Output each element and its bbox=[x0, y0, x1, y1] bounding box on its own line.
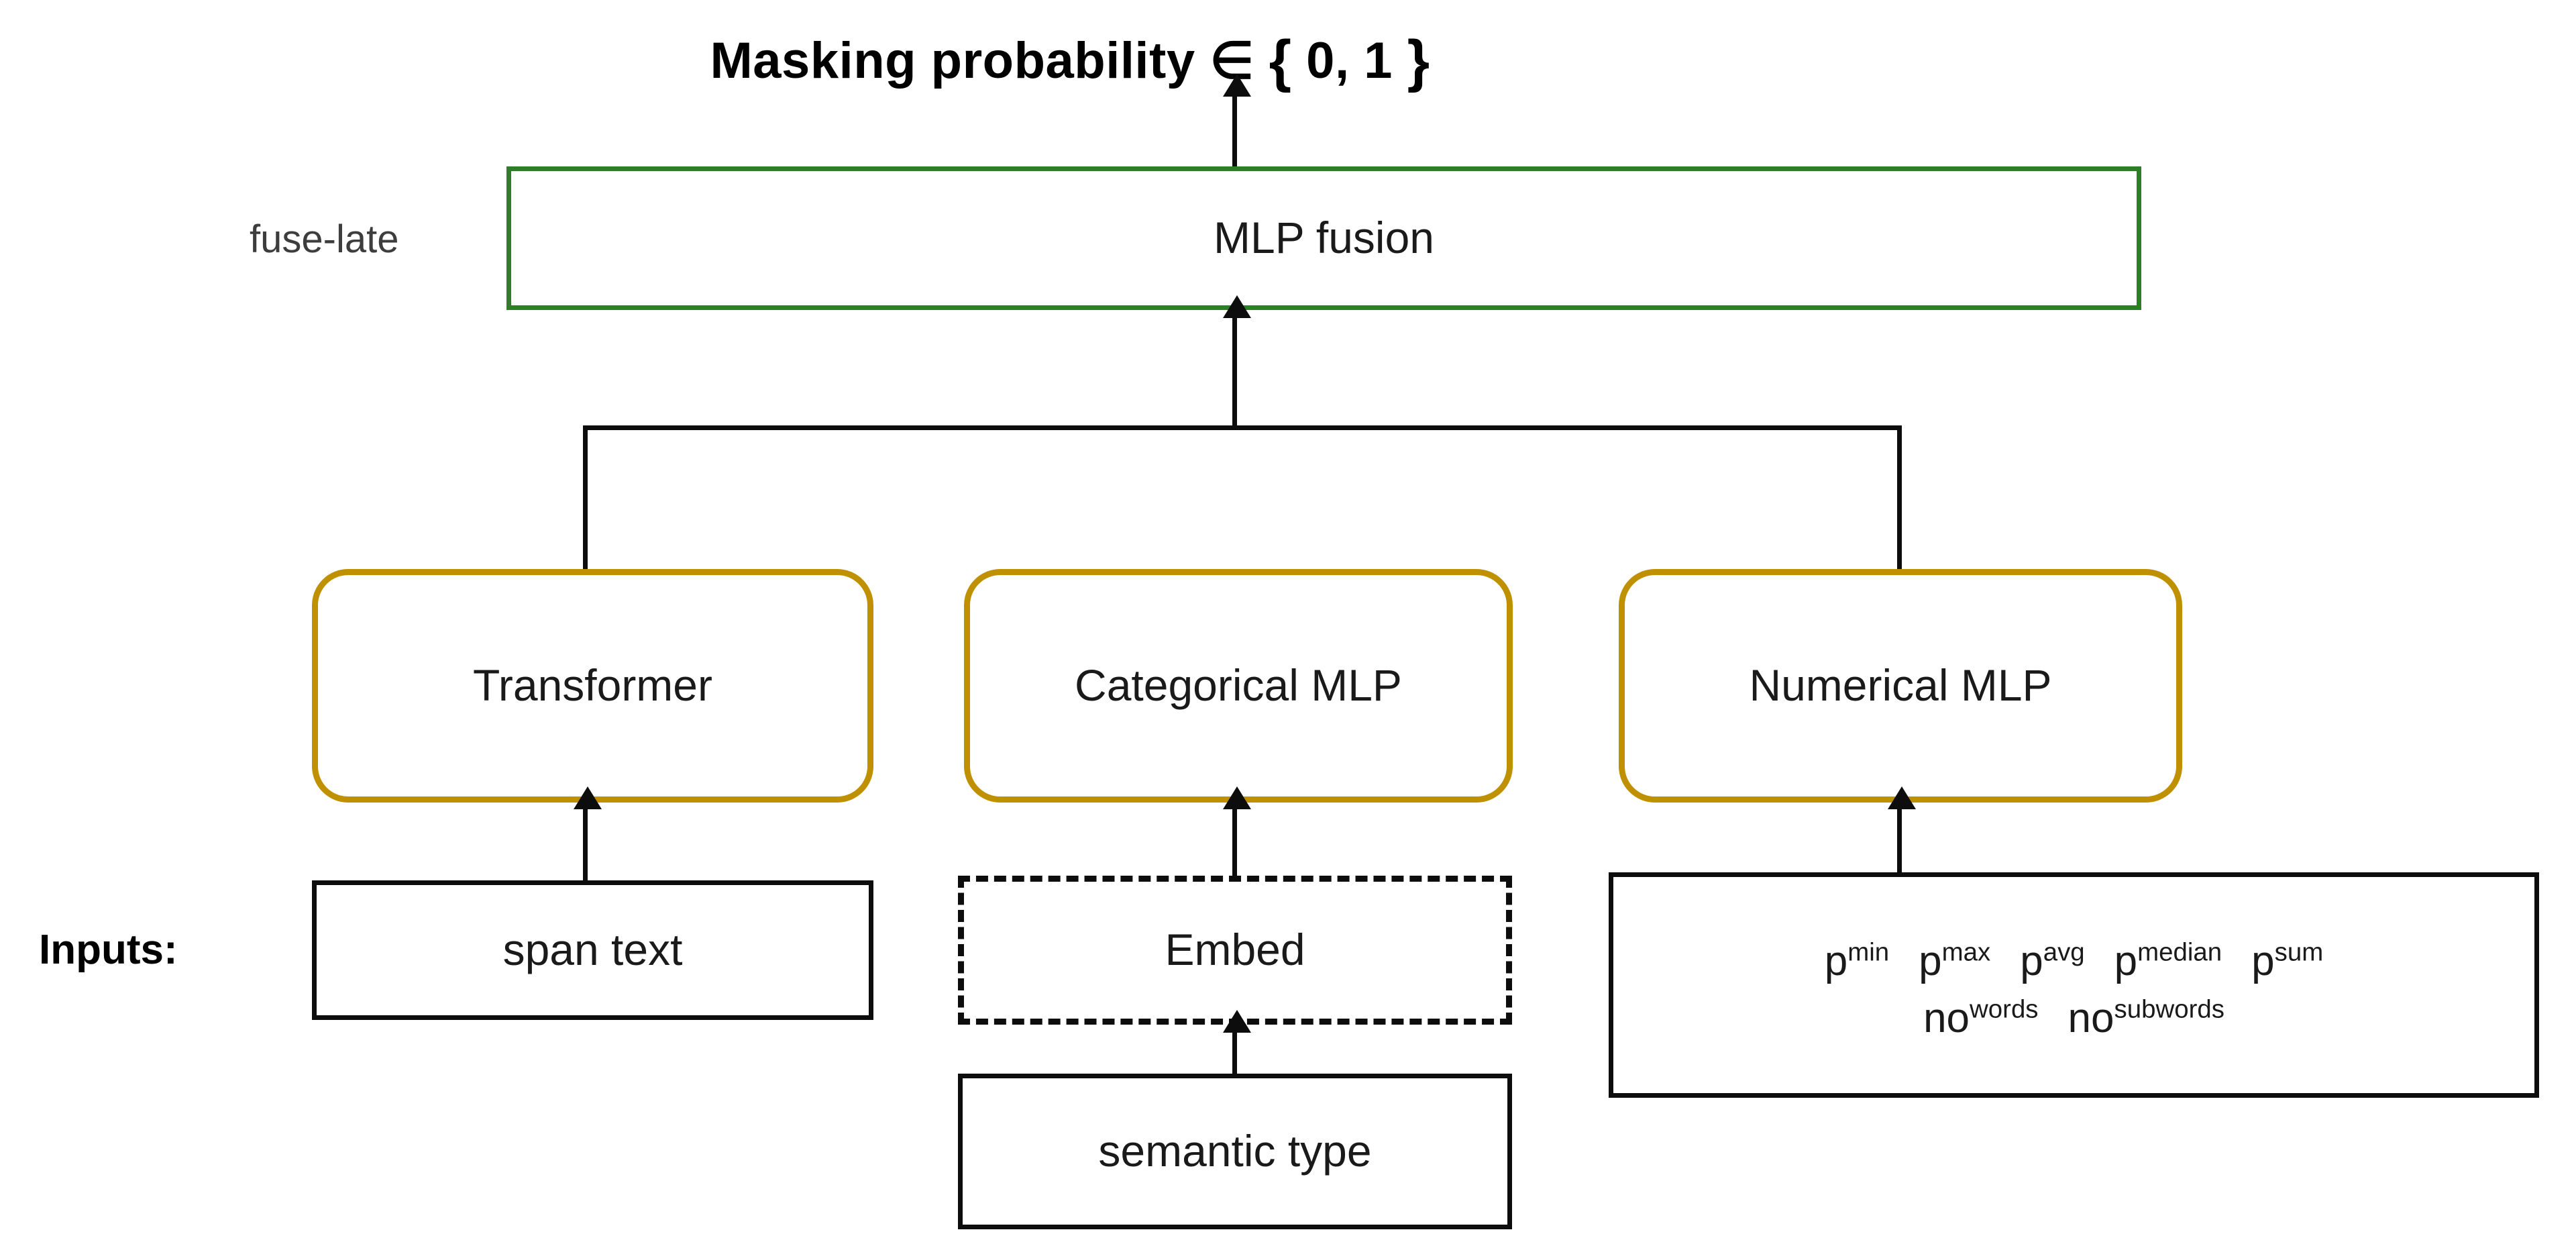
feature-superscript: words bbox=[1970, 994, 2039, 1024]
feature-superscript: avg bbox=[2043, 937, 2085, 967]
span-text-to-transformer-head bbox=[574, 786, 602, 809]
semantic-type-to-embed-shaft bbox=[1232, 1025, 1237, 1075]
semantic-type-label: semantic type bbox=[1098, 1126, 1372, 1176]
feature-base: p bbox=[1824, 938, 1848, 984]
feature-superscript: median bbox=[2137, 937, 2222, 967]
numerical-feature-token: pmax bbox=[1919, 937, 1990, 985]
numerical-feature-token: nosubwords bbox=[2068, 994, 2224, 1042]
transformer-box[interactable]: Transformer bbox=[312, 569, 873, 803]
brace-close: } bbox=[1407, 29, 1430, 93]
embed-label: Embed bbox=[1165, 925, 1305, 975]
numerical-feature-token: pmedian bbox=[2114, 937, 2222, 985]
span-text-to-transformer-shaft bbox=[583, 803, 588, 882]
fusion-input-arrow-head bbox=[1223, 295, 1251, 318]
fusion-input-arrow-shaft bbox=[1232, 310, 1237, 427]
semantic-type-to-embed-head bbox=[1223, 1010, 1251, 1033]
span-text-label: span text bbox=[502, 925, 683, 975]
encoder-bus-left-branch bbox=[583, 425, 588, 570]
numerical-feature-token: pavg bbox=[2020, 937, 2084, 985]
page-title: Masking probability ∈ { 0, 1 } bbox=[0, 32, 2140, 90]
fusion-output-arrow-head bbox=[1223, 74, 1251, 97]
embed-to-categorical-shaft bbox=[1232, 803, 1237, 878]
mlp-fusion-box[interactable]: MLP fusion bbox=[506, 166, 2141, 310]
categorical-mlp-box[interactable]: Categorical MLP bbox=[964, 569, 1513, 803]
inputs-label: Inputs: bbox=[39, 927, 178, 973]
encoder-bus-horizontal bbox=[583, 425, 1902, 430]
brace-open: { bbox=[1269, 29, 1292, 93]
feature-base: no bbox=[1923, 995, 1970, 1041]
numerical-mlp-box[interactable]: Numerical MLP bbox=[1619, 569, 2182, 803]
numerical-feature-token: pmin bbox=[1825, 937, 1889, 985]
feature-superscript: subwords bbox=[2114, 994, 2224, 1024]
numerical-feature-token: nowords bbox=[1923, 994, 2038, 1042]
feature-base: p bbox=[2114, 938, 2138, 984]
numfeat-to-numerical-shaft bbox=[1897, 803, 1902, 874]
mlp-fusion-label: MLP fusion bbox=[1214, 213, 1434, 263]
title-set-values: 0, 1 bbox=[1306, 32, 1393, 89]
numerical-feature-token: psum bbox=[2251, 937, 2323, 985]
embed-box[interactable]: Embed bbox=[958, 876, 1512, 1025]
transformer-label: Transformer bbox=[473, 660, 712, 711]
title-text: Masking probability bbox=[710, 32, 1195, 89]
span-text-input-box[interactable]: span text bbox=[312, 880, 873, 1020]
feature-superscript: min bbox=[1847, 937, 1890, 967]
numerical-mlp-label: Numerical MLP bbox=[1749, 660, 2052, 711]
embed-to-categorical-head bbox=[1223, 786, 1251, 809]
feature-base: p bbox=[1919, 938, 1942, 984]
encoder-bus-right-branch bbox=[1897, 425, 1902, 570]
feature-base: p bbox=[2020, 938, 2043, 984]
categorical-mlp-label: Categorical MLP bbox=[1075, 660, 1402, 711]
feature-base: no bbox=[2068, 995, 2114, 1041]
feature-superscript: max bbox=[1941, 937, 1991, 967]
feature-base: p bbox=[2251, 938, 2275, 984]
fusion-output-arrow-shaft bbox=[1232, 89, 1237, 168]
feature-superscript: sum bbox=[2274, 937, 2324, 967]
fuse-late-label: fuse-late bbox=[250, 217, 399, 261]
numfeat-to-numerical-head bbox=[1888, 786, 1916, 809]
semantic-type-box[interactable]: semantic type bbox=[958, 1074, 1512, 1229]
